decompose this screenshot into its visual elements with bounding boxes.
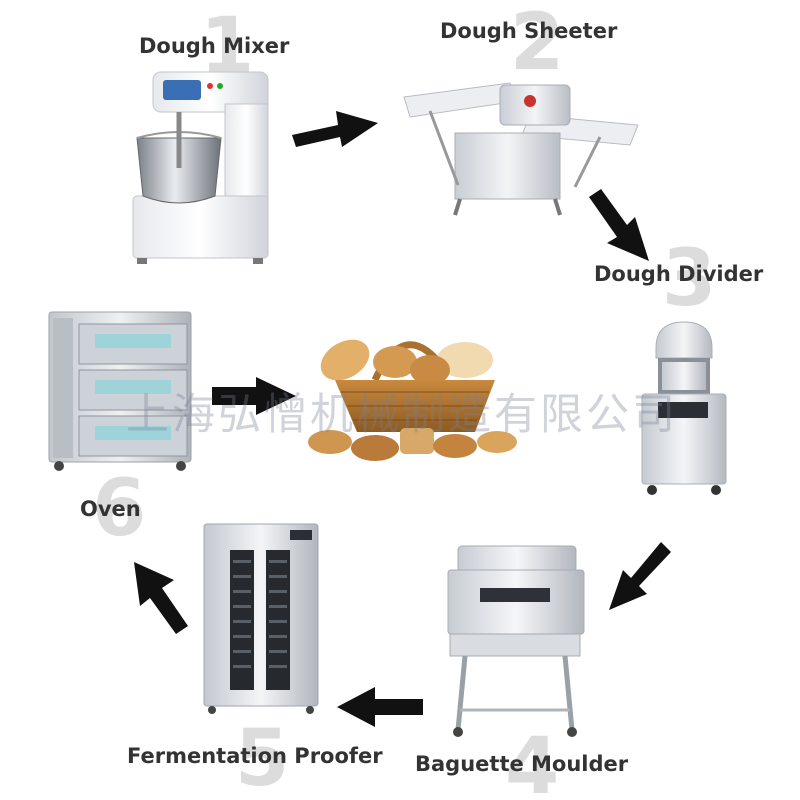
bread-basket-icon: [308, 339, 517, 461]
step-number-4: 4: [505, 722, 560, 800]
arrow-icon: [337, 687, 423, 727]
arrow-icon: [212, 377, 296, 415]
baguette-moulder-icon: [447, 545, 585, 737]
step-number-5: 5: [235, 714, 290, 800]
dough-sheeter-icon: [403, 82, 639, 216]
label-dough-divider: Dough Divider: [594, 262, 764, 286]
label-fermentation-proofer: Fermentation Proofer: [127, 744, 383, 768]
step-number-6: 6: [92, 464, 147, 554]
arrow-icon: [292, 111, 378, 147]
label-dough-sheeter: Dough Sheeter: [440, 19, 618, 43]
fermentation-proofer-icon: [203, 523, 319, 714]
step-number-3: 3: [662, 234, 717, 324]
dough-divider-icon: [641, 321, 727, 495]
oven-icon: [48, 311, 192, 471]
arrow-icon: [589, 189, 649, 261]
label-dough-mixer: Dough Mixer: [139, 34, 290, 58]
label-oven: Oven: [80, 497, 141, 521]
step-number-2: 2: [510, 0, 565, 88]
watermark-text: 上海弘憎机械制造有限公司: [126, 390, 678, 440]
arrow-icon: [609, 542, 671, 610]
label-baguette-moulder: Baguette Moulder: [415, 752, 629, 776]
dough-mixer-icon: [132, 71, 269, 264]
arrow-icon: [134, 562, 188, 634]
